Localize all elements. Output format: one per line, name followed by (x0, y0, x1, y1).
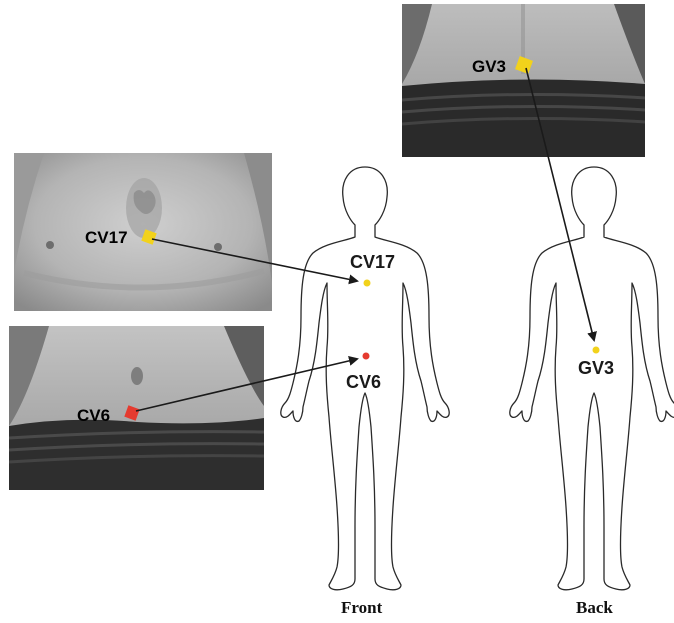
cv17-figure-label: CV17 (350, 252, 395, 273)
gv3-photo-label: GV3 (472, 57, 506, 77)
cv6-photo-label: CV6 (77, 406, 110, 426)
cv17-photo-label: CV17 (85, 228, 128, 248)
cv6-arrow (136, 359, 357, 411)
cv6-photo-marker (124, 405, 139, 420)
cv6-figure-point (363, 353, 370, 360)
gv3-figure-label: GV3 (578, 358, 614, 379)
cv17-figure-point (364, 280, 371, 287)
back-caption: Back (576, 598, 613, 618)
gv3-figure-point (593, 347, 600, 354)
cv17-photo-marker (141, 229, 156, 244)
front-caption: Front (341, 598, 382, 618)
cv6-figure-label: CV6 (346, 372, 381, 393)
gv3-photo-marker (515, 56, 533, 74)
